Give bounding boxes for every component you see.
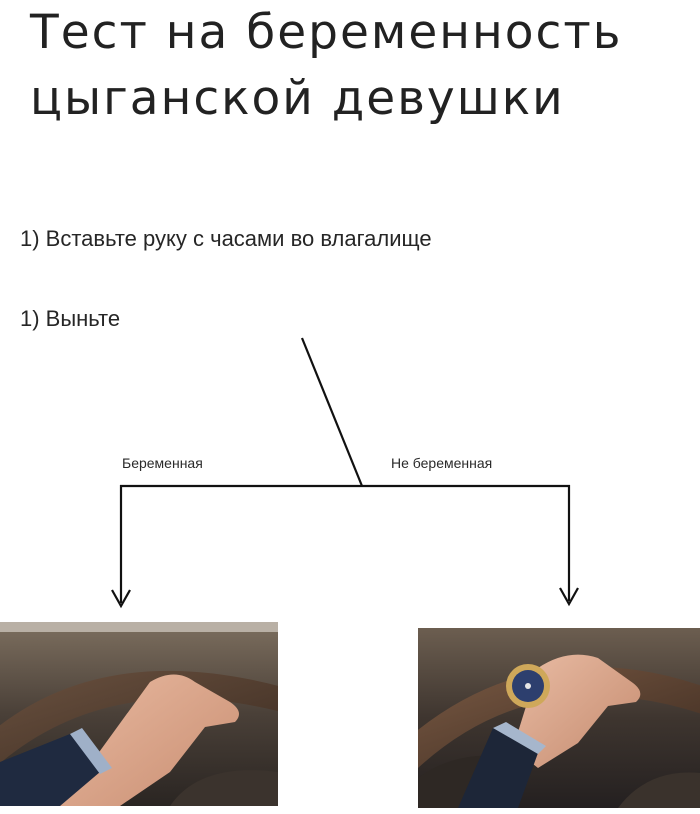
- step-insert: 1) Вставьте руку с часами во влагалище: [20, 226, 432, 251]
- branch-label-not-pregnant: Не беременная: [391, 455, 493, 471]
- branch-label-pregnant: Беременная: [122, 455, 203, 471]
- title-line-2: цыганской девушки: [30, 71, 565, 126]
- arrow-left-icon: [111, 589, 131, 609]
- title-line-1: Тест на беременность: [30, 5, 623, 60]
- step-remove: 1) Выньте: [20, 306, 121, 331]
- arrow-right-icon: [559, 587, 579, 607]
- photo-hand-with-watch: [418, 628, 700, 808]
- decision-stem: [300, 337, 364, 487]
- photo-hand-without-watch: [0, 622, 278, 806]
- page-title: Тест на беременность цыганской девушки: [30, 0, 622, 132]
